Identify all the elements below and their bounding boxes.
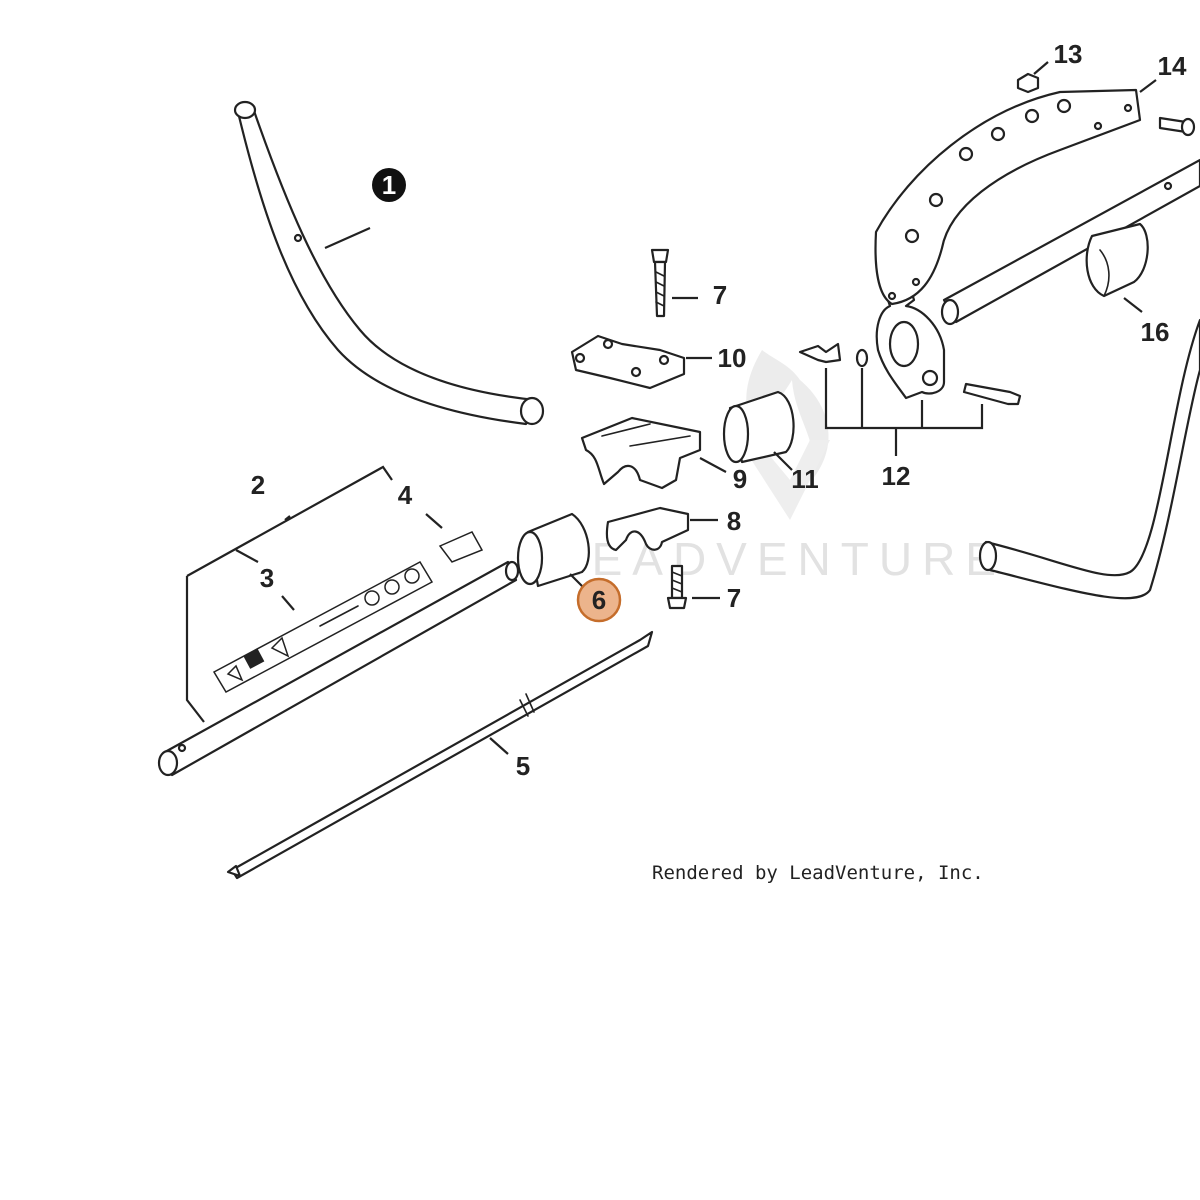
plate-part-14 [874, 88, 1142, 306]
clamp-top-part-10 [570, 334, 686, 390]
callout-6-label: 6 [592, 585, 606, 615]
callout-12-label: 12 [882, 461, 911, 491]
sleeve-part-11 [722, 390, 795, 464]
leader-2b [235, 549, 259, 563]
callout-5-label: 5 [516, 751, 530, 781]
label-part-4 [438, 531, 484, 563]
drive-tube-part-2 [157, 560, 520, 777]
leader-11 [773, 451, 793, 471]
callout-10-label: 10 [718, 343, 747, 373]
handle-right-lower [978, 318, 1200, 600]
leader-6 [569, 573, 585, 589]
callout-11-label: 11 [791, 464, 819, 494]
bracket-assembly-part-12 [798, 278, 1022, 406]
ear-protection-icon [384, 579, 400, 595]
hazard-icon [270, 636, 290, 658]
callout-14-label: 14 [1158, 51, 1187, 81]
callout-7-upper-label: 7 [713, 280, 727, 310]
callout-1-label: 1 [382, 170, 396, 200]
leader-13 [1033, 61, 1049, 75]
drive-shaft-part-5 [226, 630, 654, 880]
callout-16-label: 16 [1141, 317, 1170, 347]
warning-decal-part-3 [212, 561, 434, 693]
clamp-base-part-9 [580, 416, 702, 490]
callout-8-label: 8 [727, 506, 741, 536]
render-credit: Rendered by LeadVenture, Inc. [652, 862, 984, 884]
watermark-logo [745, 350, 830, 520]
lower-clamp-part-8 [605, 506, 690, 552]
wing-knob-icon [798, 342, 842, 364]
leader-16 [1123, 297, 1143, 313]
screw-near-part-14 [1158, 116, 1196, 137]
leader-5 [489, 737, 509, 755]
leader-2 [185, 465, 393, 723]
callout-4-label: 4 [398, 480, 413, 510]
callout-13-label: 13 [1054, 39, 1083, 69]
screw-part-7-lower [666, 564, 688, 610]
callout-7-lower-label: 7 [727, 583, 741, 613]
bushing-part-6 [516, 512, 590, 588]
leader-9 [699, 457, 727, 473]
handle-bar-part-1 [233, 100, 545, 426]
helmet-icon [364, 590, 380, 606]
tube-upper-right [940, 158, 1200, 326]
callout-6-highlight-circle [576, 577, 622, 623]
leader-1 [324, 226, 371, 250]
bolt-icon [962, 382, 1022, 406]
warning-triangle-icon [226, 664, 244, 682]
leader-14 [1139, 79, 1157, 93]
leader-4 [425, 513, 443, 529]
leader-12 [824, 368, 984, 456]
callout-1-circle [372, 168, 406, 202]
callout-3-label: 3 [260, 563, 274, 593]
glove-icon [404, 568, 420, 584]
screw-part-7-upper [650, 248, 670, 318]
leader-3 [281, 595, 295, 611]
manual-icon [243, 649, 265, 669]
nut-part-13 [1016, 72, 1040, 94]
callout-2-label: 2 [251, 470, 265, 500]
callout-9-label: 9 [733, 464, 747, 494]
watermark-text: LEADVENTURE [556, 533, 1006, 585]
washer-icon [855, 348, 869, 368]
clip-part-16 [1085, 222, 1149, 298]
